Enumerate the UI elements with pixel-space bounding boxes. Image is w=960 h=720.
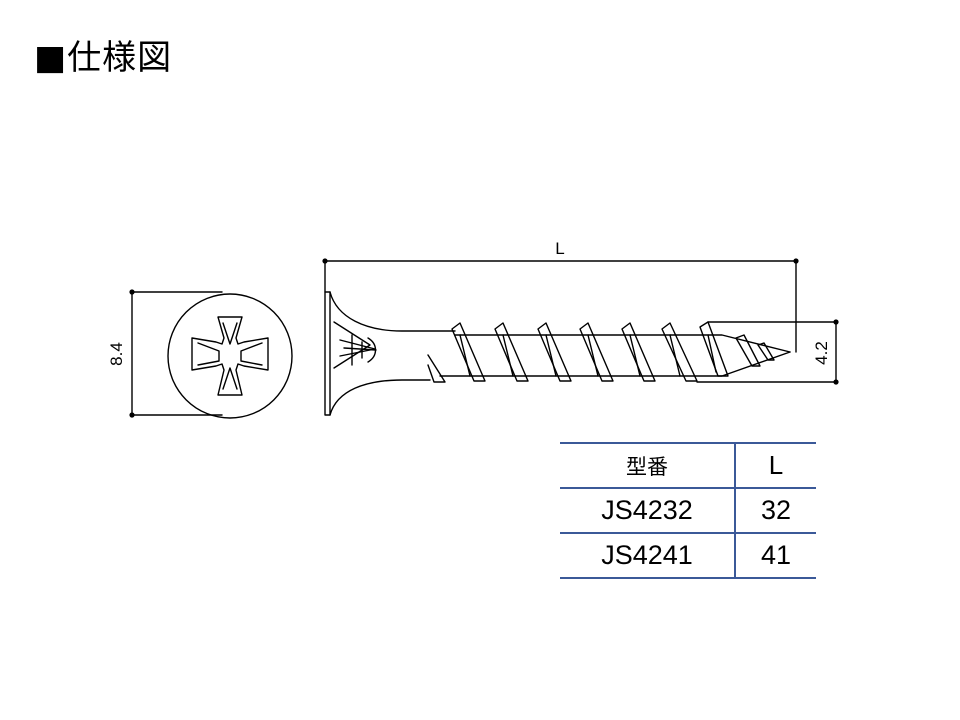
header-length: L xyxy=(734,442,816,489)
row-model: JS4232 xyxy=(560,487,735,534)
length-dimension xyxy=(322,258,799,353)
screw-head-top-view xyxy=(167,293,293,419)
row-length: 32 xyxy=(734,487,816,534)
spec-table: 型番 L JS4232 32 JS4241 41 xyxy=(560,442,816,579)
row-model: JS4241 xyxy=(560,532,735,579)
row-length: 41 xyxy=(734,532,816,579)
table-header-row: 型番 L xyxy=(560,442,816,489)
thread-diameter-dimension xyxy=(696,319,839,385)
page-title: ■仕様図 xyxy=(34,38,173,78)
length-label: L xyxy=(555,239,564,258)
screw-side-view xyxy=(324,291,791,416)
thread-diameter-label: 4.2 xyxy=(812,341,831,365)
phillips-cross-icon xyxy=(191,316,269,396)
table-row: JS4241 41 xyxy=(560,532,816,579)
head-diameter-dimension xyxy=(129,289,223,418)
head-diameter-label: 8.4 xyxy=(107,342,126,366)
table-row: JS4232 32 xyxy=(560,487,816,534)
header-model: 型番 xyxy=(560,442,735,489)
